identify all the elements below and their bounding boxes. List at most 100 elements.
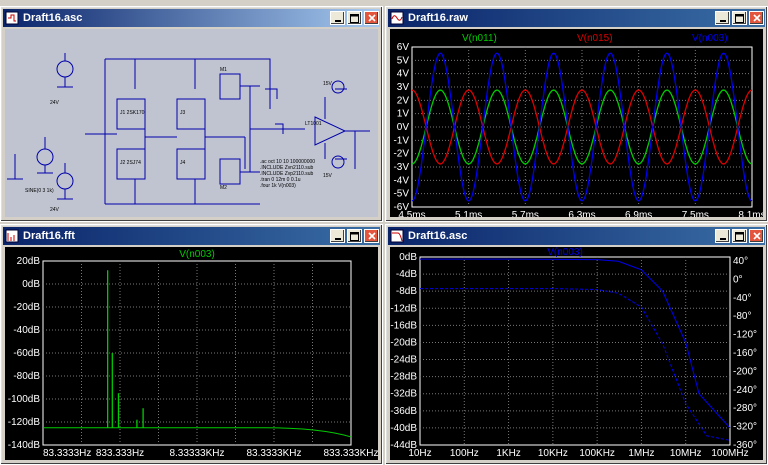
y-tick-label-right: -280° xyxy=(733,403,757,414)
label-j3: J3 xyxy=(180,110,186,116)
label-opamp: LT1001 xyxy=(305,121,322,127)
x-tick-label: 5.7ms xyxy=(512,210,539,217)
label-input-source: SINE(0 3 1k) xyxy=(25,188,54,194)
label-m1: M1 xyxy=(220,67,227,73)
fft-chart[interactable]: 20dB0dB-20dB-40dB-60dB-80dB-100dB-120dB-… xyxy=(5,247,378,460)
label-j1: J1 2SK170 xyxy=(120,110,145,116)
directive-four: .four 1k V(n003) xyxy=(260,183,296,189)
y-tick-label: -2V xyxy=(393,149,409,160)
y-tick-label-right: -120° xyxy=(733,330,757,341)
y-tick-label-right: 40° xyxy=(733,256,748,267)
fft-titlebar[interactable]: Draft16.fft xyxy=(3,227,380,245)
x-tick-label: 10Hz xyxy=(408,448,431,459)
minimize-button[interactable] xyxy=(715,229,730,243)
x-tick-label: 833.333KHz xyxy=(323,448,378,459)
y-tick-label-right: -240° xyxy=(733,385,757,396)
schematic-doc-icon xyxy=(5,11,19,25)
y-tick-label-left: 0dB xyxy=(399,252,417,263)
y-tick-label: 3V xyxy=(397,82,410,93)
y-tick-label: -140dB xyxy=(8,440,41,451)
y-tick-label-left: -44dB xyxy=(390,440,417,451)
directive-inc1: .INCLUDE Zvn2110.sub xyxy=(260,165,313,171)
y-tick-label: -4V xyxy=(393,175,409,186)
schematic-titlebar[interactable]: Draft16.asc xyxy=(3,9,380,27)
y-tick-label-right: 0° xyxy=(733,274,743,285)
bode-titlebar[interactable]: Draft16.asc xyxy=(388,227,765,245)
y-tick-label: 0dB xyxy=(22,279,40,290)
minimize-button[interactable] xyxy=(715,11,730,25)
close-button[interactable] xyxy=(364,229,379,243)
maximize-button[interactable] xyxy=(732,229,747,243)
legend-V(n003): V(n003) xyxy=(547,247,583,258)
y-tick-label: 0V xyxy=(397,122,410,133)
fft-noise-floor xyxy=(43,427,352,438)
bode-magnitude-line xyxy=(420,258,731,429)
maximize-button[interactable] xyxy=(347,11,362,25)
y-tick-label-left: -28dB xyxy=(390,372,417,383)
y-tick-label-right: -40° xyxy=(733,293,751,304)
y-tick-label-right: -80° xyxy=(733,311,751,322)
label-m2: M2 xyxy=(220,185,227,191)
y-tick-label: -80dB xyxy=(13,371,40,382)
label-24v-bottom: 24V xyxy=(50,207,60,213)
plot-frame xyxy=(419,256,731,446)
transient-titlebar[interactable]: Draft16.raw xyxy=(388,9,765,27)
series-line-V(n011) xyxy=(411,89,753,165)
window-title: Draft16.fft xyxy=(23,230,75,242)
legend-V(n003): V(n003) xyxy=(692,33,728,44)
maximize-button[interactable] xyxy=(347,229,362,243)
y-tick-label: 2V xyxy=(397,95,410,106)
directive-tran: .tran 0 12m 0 0.1u xyxy=(260,177,301,183)
x-tick-label: 100KHz xyxy=(579,448,615,459)
x-tick-label: 100MHz xyxy=(711,448,748,459)
y-tick-label: -6V xyxy=(393,202,409,213)
y-tick-label-right: -320° xyxy=(733,422,757,433)
x-tick-label: 100Hz xyxy=(450,448,479,459)
x-tick-label: 83.3333Hz xyxy=(43,448,91,459)
schematic-canvas[interactable]: 24V 24V SINE(0 3 1k) J1 2SK170 J2 2SJ74 … xyxy=(5,29,378,217)
y-tick-label-left: -4dB xyxy=(396,269,417,280)
y-tick-label: 5V xyxy=(397,55,410,66)
bode-chart[interactable]: 0dB-4dB-8dB-12dB-16dB-20dB-24dB-28dB-32d… xyxy=(390,247,763,460)
close-button[interactable] xyxy=(364,11,379,25)
y-tick-label-left: -16dB xyxy=(390,320,417,331)
close-button[interactable] xyxy=(749,11,764,25)
bode-plot-area[interactable]: 0dB-4dB-8dB-12dB-16dB-20dB-24dB-28dB-32d… xyxy=(390,247,763,460)
y-tick-label: -60dB xyxy=(13,348,40,359)
label-15v-top: 15V xyxy=(323,81,333,87)
window-title: Draft16.asc xyxy=(23,12,83,24)
bode-window[interactable]: Draft16.asc 0dB-4dB-8dB-12dB-16dB-20dB-2… xyxy=(385,224,768,465)
y-tick-label: 4V xyxy=(397,69,410,80)
x-tick-label: 6.9ms xyxy=(625,210,652,217)
y-tick-label-right: -200° xyxy=(733,366,757,377)
y-tick-label-left: -24dB xyxy=(390,355,417,366)
waveform-doc-icon xyxy=(390,11,404,25)
y-tick-label-left: -32dB xyxy=(390,389,417,400)
legend-V(n015): V(n015) xyxy=(577,33,613,44)
label-j4: J4 xyxy=(180,160,186,166)
series-line-V(n015) xyxy=(411,89,753,165)
series-line-V(n003) xyxy=(411,52,753,202)
x-tick-label: 83.3333KHz xyxy=(246,448,301,459)
x-tick-label: 10KHz xyxy=(538,448,568,459)
label-15v-bottom: 15V xyxy=(323,173,333,179)
x-tick-label: 10MHz xyxy=(670,448,702,459)
legend-V(n011): V(n011) xyxy=(462,33,497,44)
x-tick-label: 8.33333KHz xyxy=(169,448,224,459)
minimize-button[interactable] xyxy=(330,11,345,25)
y-tick-label-left: -36dB xyxy=(390,406,417,417)
y-tick-label-left: -12dB xyxy=(390,303,417,314)
x-tick-label: 5.1ms xyxy=(455,210,482,217)
label-24v-top: 24V xyxy=(50,100,60,106)
close-button[interactable] xyxy=(749,229,764,243)
y-tick-label: -100dB xyxy=(8,394,41,405)
circuit-schematic[interactable]: 24V 24V SINE(0 3 1k) J1 2SK170 J2 2SJ74 … xyxy=(5,29,378,217)
minimize-button[interactable] xyxy=(330,229,345,243)
schematic-window[interactable]: Draft16.asc xyxy=(0,6,383,222)
maximize-button[interactable] xyxy=(732,11,747,25)
